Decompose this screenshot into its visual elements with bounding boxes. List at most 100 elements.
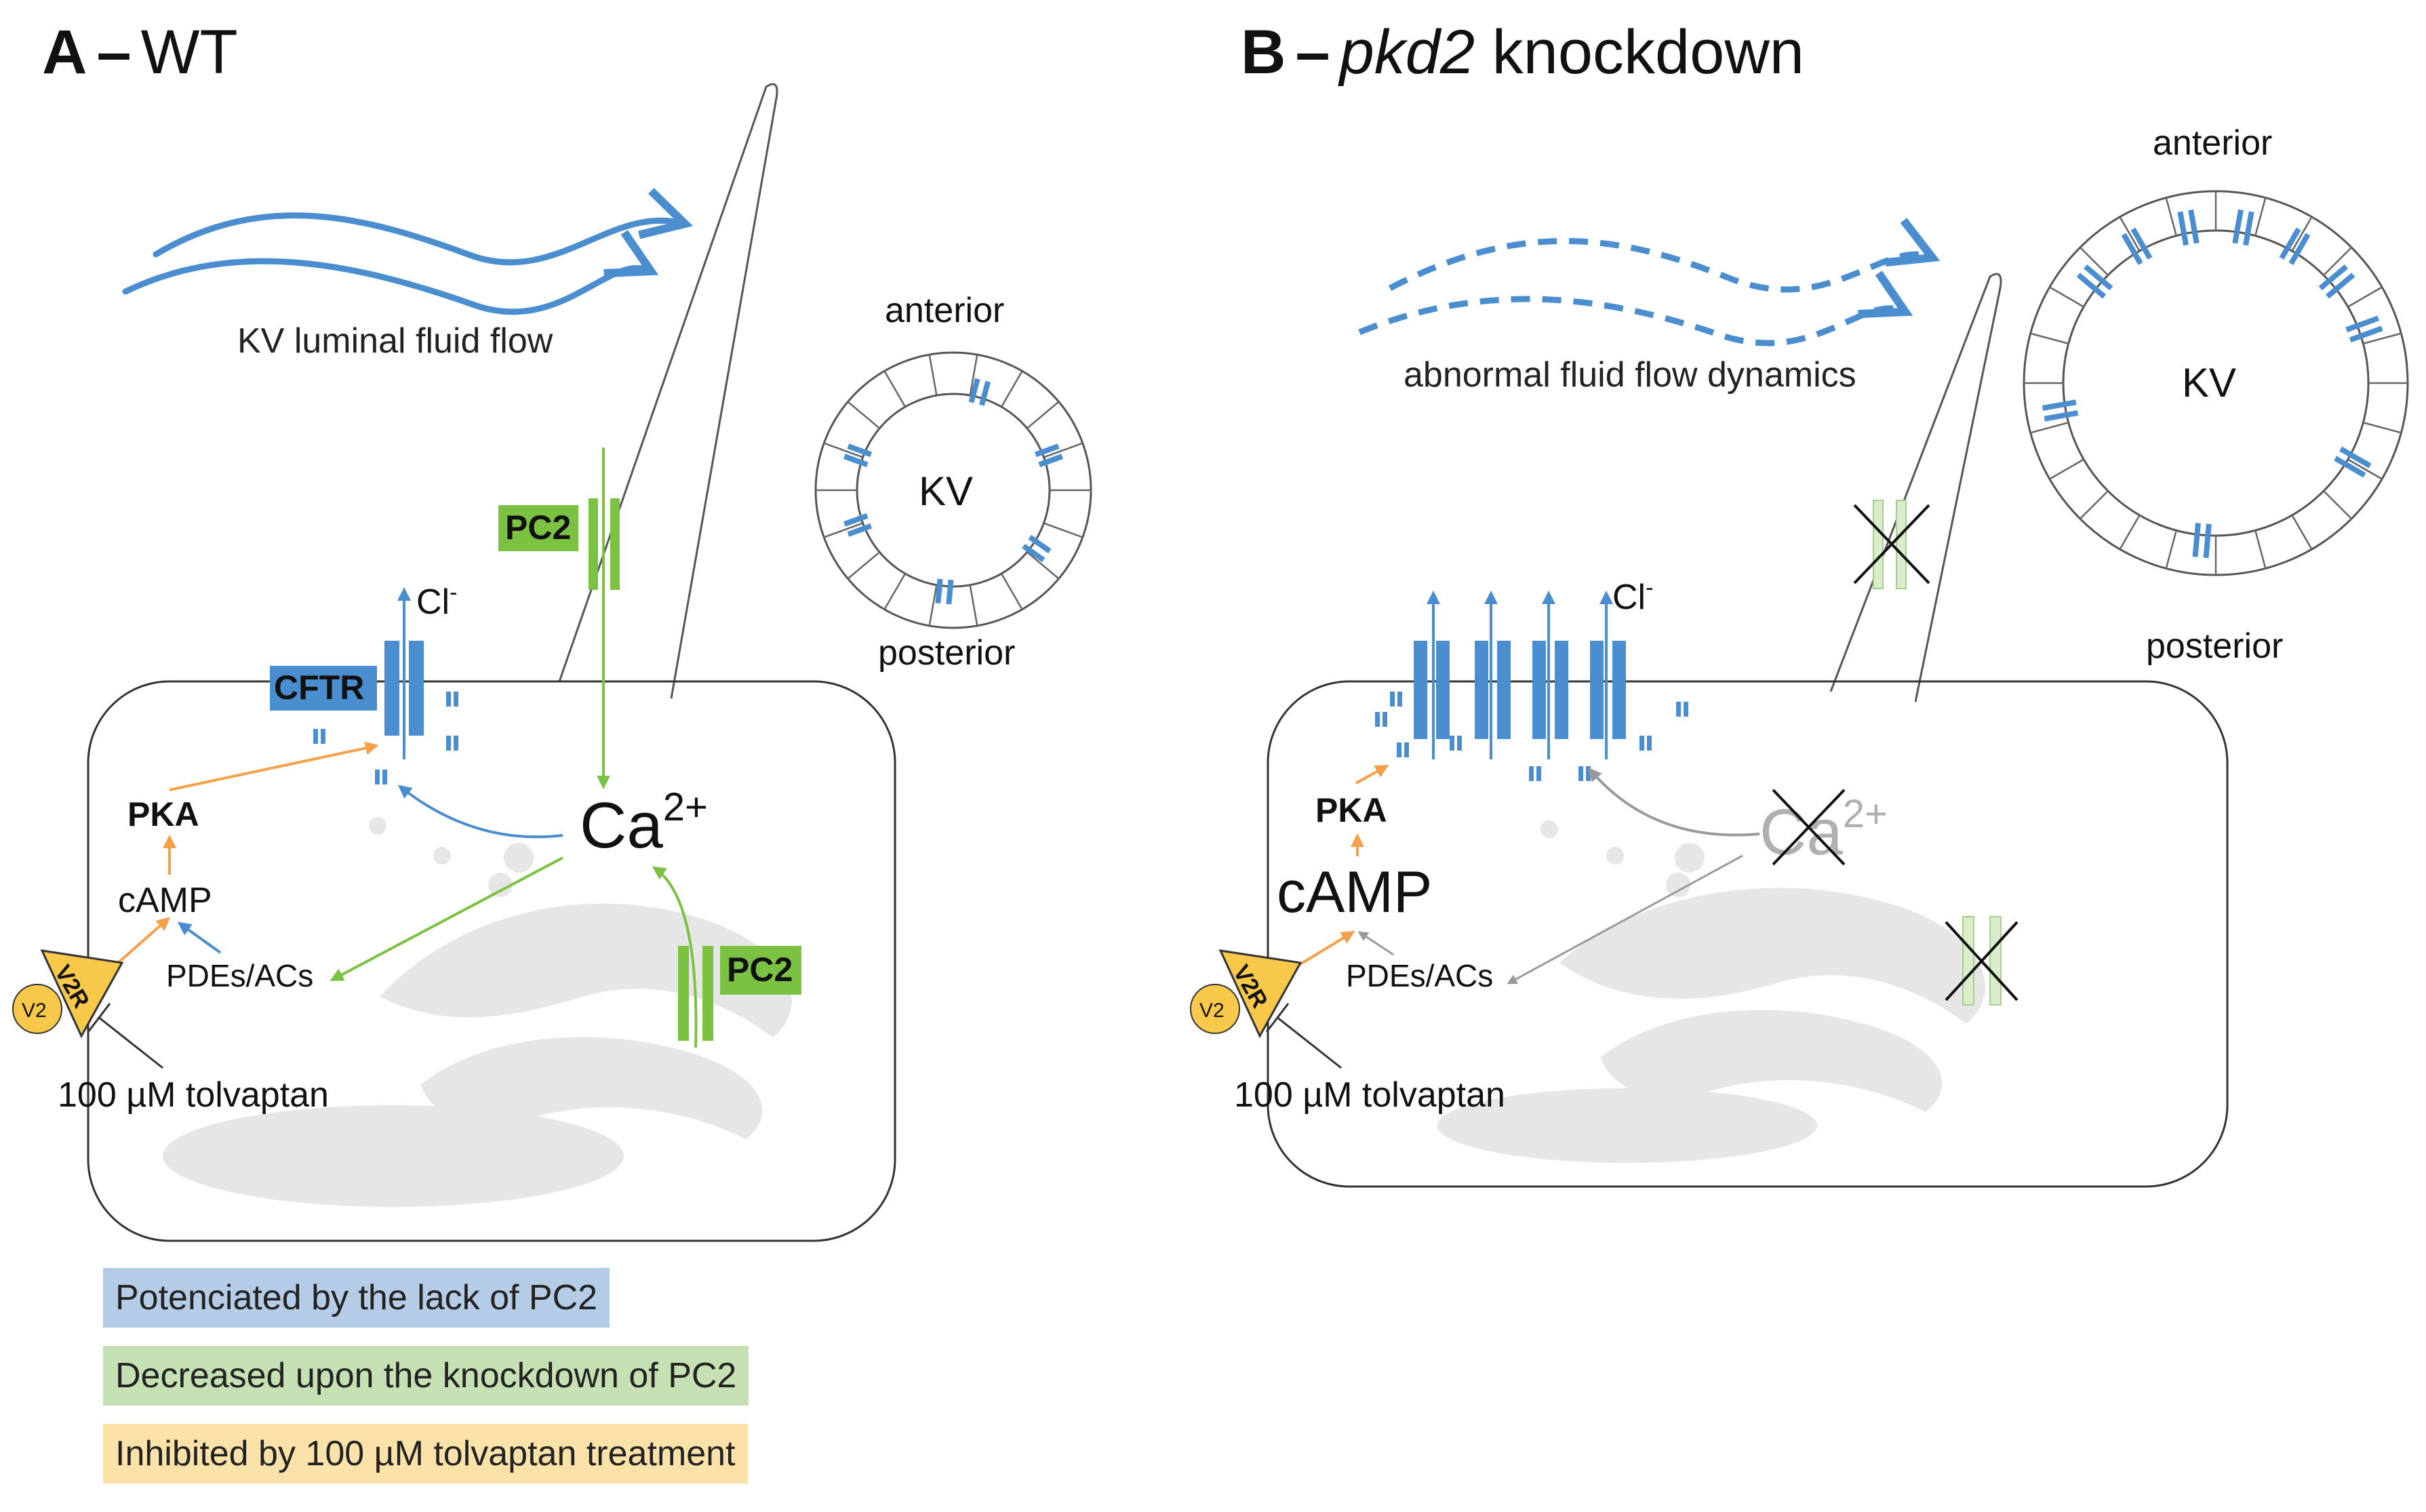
tolvaptan-inhibition-a [98,1016,163,1069]
kv-cell-border [928,354,938,396]
anterior-label-a: anterior [885,291,1004,330]
ca-to-cftr-arrow-b [1588,767,1760,837]
kv-cilium-mark [2177,209,2200,246]
kv-cell-border [928,584,938,626]
kv-cilium-mark [2076,264,2113,299]
kv-cilium-mark [2345,315,2383,343]
ca-to-pdes-arrow-b [1507,854,1743,984]
v2-label-a: V2 [22,999,47,1022]
pc2-label-bg-a1 [498,505,578,551]
ca-to-pdes-arrow-a [330,856,563,981]
cilium-b [1829,273,2002,702]
kv-cilium-mark [2334,446,2372,478]
cftr-vesicles-b [1375,692,1688,781]
kv-cell-border [2363,422,2402,434]
cl-label-a: Cl- [416,580,457,622]
pc2-bottom-faded-b [1962,916,2002,1006]
pka-label-b: PKA [1315,791,1387,829]
ca-label-a: Ca2+ [580,785,708,862]
kv-cell-border [1000,370,1023,407]
fluid-flow-arrows-a [122,188,694,315]
pdes-label-a: PDEs/ACs [166,958,313,993]
tolvaptan-label-b: 100 µM tolvaptan [1234,1075,1505,1115]
pc2-cilium-channel-a [589,498,620,590]
ca-label-b: Ca2+ [1759,792,1888,869]
kv-label-b: KV [2182,360,2236,405]
cftr-subunit [1612,641,1626,739]
cftr-label-a: CFTR [274,669,364,707]
organelles-b [1437,820,1985,1163]
v2-label-b: V2 [1199,999,1225,1022]
kv-cell-border [2080,490,2109,519]
kv-cell-border [2165,530,2177,569]
pc2-label-bg-a2 [720,946,801,995]
kv-cell-border [2119,515,2141,550]
kv-cell-border [847,401,881,429]
cftr-subunit [1414,641,1427,739]
kv-cell-border [1026,401,1060,429]
kv-cell-border [1043,442,1083,458]
kv-cell-border [2049,286,2084,308]
v2r-receptor-b [1218,949,1303,1039]
kv-cell-border [2291,216,2313,252]
kv-cell-border [847,551,881,580]
posterior-label-b: posterior [2146,626,2283,666]
kv-cilium-mark [1022,534,1052,563]
tolvaptan-inhibition-b [1276,1016,1342,1069]
organelles-a [163,817,792,1207]
pdes-to-camp-arrow-a [177,921,222,954]
kv-cilium-mark [843,513,873,537]
fluid-flow-arrows-b [1358,218,1941,346]
kv-cilium-mark [2042,399,2079,422]
pc2-bottom-cross-b [1945,921,2019,1001]
cl-label-b: Cl- [1612,575,1653,617]
camp-label-a: cAMP [118,881,212,920]
flow-label-b: abnormal fluid flow dynamics [1404,355,1856,395]
kv-cilium-mark [2121,227,2153,265]
pc2-label-a1: PC2 [505,509,571,546]
kv-cilium-mark [1034,443,1063,468]
kv-cell-border [2030,332,2069,344]
tolvaptan-bar-b [1265,1003,1290,1033]
legend-item-inhibited: Inhibited by 100 µM tolvaptan treatment [103,1424,748,1484]
kv-cell-border [969,584,978,626]
kv-cell-border [2049,458,2084,480]
cftr-subunit [1590,641,1604,739]
kv-cell-border [2080,247,2109,276]
kv-cell-border [2323,490,2352,519]
kv-cell-border [883,573,907,610]
kv-cilium-mark [968,378,991,406]
kv-cell-border [2323,247,2352,276]
kv-label-a: KV [919,469,973,514]
flow-label-a: KV luminal fluid flow [237,321,553,361]
kv-cell-border [1000,573,1023,610]
kv-cell-border [2347,286,2383,308]
panel-b: abnormal fluid flow dynamics Cl- [1190,123,2409,1188]
pka-to-cftr-arrow-b [1355,765,1389,784]
kv-cell-border [2030,422,2069,434]
cftr-subunit [1532,641,1546,739]
posterior-label-a: posterior [878,633,1015,673]
tolvaptan-bar-a [87,1003,111,1033]
legend-item-decreased: Decreased upon the knockdown of PC2 [103,1346,749,1406]
kv-cell-border [2254,530,2267,569]
cftr-vesicles-a [313,692,458,784]
tolvaptan-label-a: 100 µM tolvaptan [58,1075,329,1115]
legend-item-potentiated: Potenciated by the lack of PC2 [103,1268,610,1328]
v2-ligand-b [1190,984,1240,1034]
cell-body-b [1267,680,2229,1188]
pc2-cilium-faded-b [1873,500,1907,589]
panel-a: KV luminal fluid flow PC2 [12,83,1092,1242]
kv-cell-border [823,442,863,458]
kv-vesicle-small [814,351,1092,629]
cftr-subunit [1436,641,1450,739]
kv-cell-border [883,370,907,407]
kv-cell-border [1043,522,1083,538]
kv-cell-border [2254,197,2267,236]
cilium-a [558,83,778,699]
kv-cilium-mark [2232,209,2254,246]
v2-ligand-a [12,984,62,1034]
panel-b-title: B–pkd2 knockdown [1241,18,1804,87]
kv-cell-border [2291,515,2313,550]
cftr-subunit [1497,641,1511,739]
